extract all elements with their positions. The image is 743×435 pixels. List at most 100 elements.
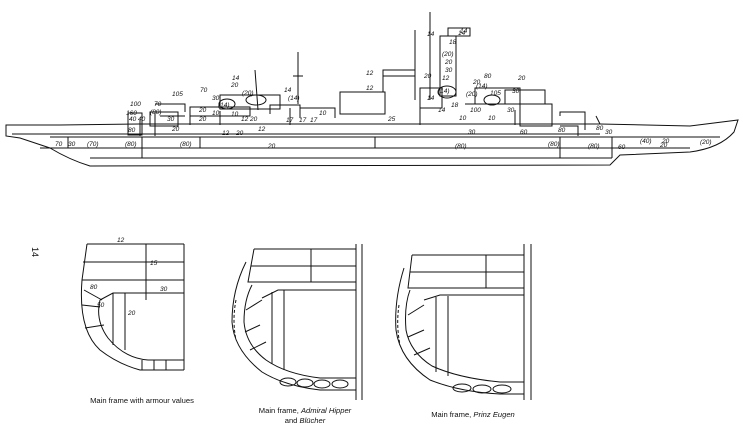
caption-main-frame-armour: Main frame with armour values bbox=[67, 396, 217, 406]
armour-label: 50 bbox=[97, 302, 105, 309]
armour-label: (70) bbox=[87, 141, 99, 148]
armour-label: 30 bbox=[507, 107, 515, 114]
armour-label: (80) bbox=[548, 141, 560, 148]
armour-label: 10 bbox=[212, 110, 220, 117]
armour-label: 60 bbox=[618, 144, 626, 151]
armour-label: (80) bbox=[125, 141, 137, 148]
armour-label: (20) bbox=[466, 91, 478, 98]
armour-label: 10 bbox=[488, 115, 496, 122]
armour-label: 12 bbox=[117, 237, 125, 244]
armour-label: 12 bbox=[241, 116, 249, 123]
armour-label: 10 bbox=[459, 115, 467, 122]
section-1-labels: 12 15 80 30 50 20 bbox=[90, 237, 168, 317]
armour-label: 70 bbox=[55, 141, 63, 148]
armour-label: 30 bbox=[605, 129, 613, 136]
caption-text: and bbox=[284, 416, 300, 425]
armour-label: 18 bbox=[449, 39, 457, 46]
ship-side-profile bbox=[6, 12, 738, 166]
armour-label: 105 bbox=[490, 90, 501, 97]
armour-label: (14) bbox=[476, 83, 488, 90]
armour-label: 14 bbox=[460, 28, 468, 35]
armour-label: 10 bbox=[231, 111, 239, 118]
caption-ship-name: Blücher bbox=[299, 416, 326, 425]
armour-label: 15 bbox=[150, 260, 158, 267]
armour-label: 80 bbox=[128, 127, 136, 134]
armour-label: (14) bbox=[438, 88, 450, 95]
caption-text: Main frame, bbox=[258, 406, 301, 415]
armour-label: (40) bbox=[640, 138, 652, 145]
armour-label: (20) bbox=[700, 139, 712, 146]
armour-label: 17 bbox=[310, 117, 318, 124]
armour-label: (80) bbox=[150, 109, 162, 116]
armour-label: 40 bbox=[138, 116, 146, 123]
armour-label: 20 bbox=[423, 73, 432, 80]
armour-label: 14 bbox=[427, 31, 435, 38]
armour-label: 30 bbox=[68, 141, 76, 148]
caption-ship-name: Prinz Eugen bbox=[473, 410, 515, 419]
armour-label: 20 bbox=[198, 107, 207, 114]
armour-label: (20) bbox=[242, 90, 254, 97]
armour-label: 80 bbox=[558, 127, 566, 134]
armour-label: (20) bbox=[442, 51, 454, 58]
armour-label: 40 bbox=[129, 116, 137, 123]
armour-label: 30 bbox=[212, 95, 220, 102]
armour-label: 70 bbox=[200, 87, 208, 94]
section-3-drawing bbox=[396, 244, 531, 400]
armour-label: 30 bbox=[512, 88, 520, 95]
armour-label: 100 bbox=[470, 107, 481, 114]
armour-label: 30 bbox=[167, 116, 175, 123]
armour-label: 20 bbox=[659, 142, 668, 149]
armour-label: 14 bbox=[438, 107, 446, 114]
armour-label: (80) bbox=[180, 141, 192, 148]
armour-label: 18 bbox=[451, 102, 459, 109]
caption-text: Main frame, bbox=[431, 410, 474, 419]
armour-label: 20 bbox=[661, 138, 670, 145]
armour-label: 12 bbox=[366, 70, 374, 77]
armour-label: 14 bbox=[232, 75, 240, 82]
armour-label: 80 bbox=[596, 125, 604, 132]
caption-ship-name: Admiral Hipper bbox=[300, 406, 352, 415]
armour-label: 17 bbox=[286, 117, 294, 124]
armour-label: 20 bbox=[472, 79, 481, 86]
caption-admiral-hipper: Main frame, Admiral Hipper and Blücher bbox=[230, 406, 380, 426]
armour-label: 14 bbox=[458, 30, 466, 37]
armour-label: 60 bbox=[520, 129, 528, 136]
armour-label: 20 bbox=[444, 59, 453, 66]
armour-label: 12 bbox=[258, 126, 266, 133]
page-number: 14 bbox=[30, 247, 40, 257]
armour-label: 100 bbox=[130, 101, 141, 108]
section-2-drawing bbox=[232, 244, 362, 400]
armour-label: 20 bbox=[235, 130, 244, 137]
section-1-drawing bbox=[81, 244, 184, 370]
armour-label: 20 bbox=[127, 310, 136, 317]
armour-label: 14 bbox=[427, 95, 435, 102]
armour-label: 14 bbox=[284, 87, 292, 94]
armour-label: 12 bbox=[222, 130, 230, 137]
armour-label: 17 bbox=[299, 117, 307, 124]
armour-label: 70 bbox=[154, 101, 162, 108]
armour-label: 20 bbox=[171, 126, 180, 133]
armour-label: 105 bbox=[172, 91, 183, 98]
ship-armour-labels: 70 30 (70) (80) 80 40 40 (80) 20 12 20 2… bbox=[55, 28, 712, 151]
armour-label: 20 bbox=[517, 75, 526, 82]
hull-outline bbox=[6, 120, 738, 166]
armour-label: 20 bbox=[267, 143, 276, 150]
armour-label: 160 bbox=[126, 110, 137, 117]
armour-label: 10 bbox=[319, 110, 327, 117]
armour-label: (80) bbox=[588, 143, 600, 150]
armour-label: 30 bbox=[468, 129, 476, 136]
caption-text: Main frame with armour values bbox=[90, 396, 194, 405]
armour-label: (14) bbox=[218, 102, 230, 109]
caption-prinz-eugen: Main frame, Prinz Eugen bbox=[403, 410, 543, 420]
armour-label: 30 bbox=[445, 67, 453, 74]
armour-label: 20 bbox=[230, 82, 239, 89]
armour-label: (14) bbox=[288, 95, 300, 102]
armour-label: (80) bbox=[455, 143, 467, 150]
armour-label: 20 bbox=[198, 116, 207, 123]
armour-label: 25 bbox=[387, 116, 396, 123]
armour-label: 12 bbox=[442, 75, 450, 82]
armour-label: 30 bbox=[160, 286, 168, 293]
armour-label: 80 bbox=[90, 284, 98, 291]
armour-label: 12 bbox=[366, 85, 374, 92]
